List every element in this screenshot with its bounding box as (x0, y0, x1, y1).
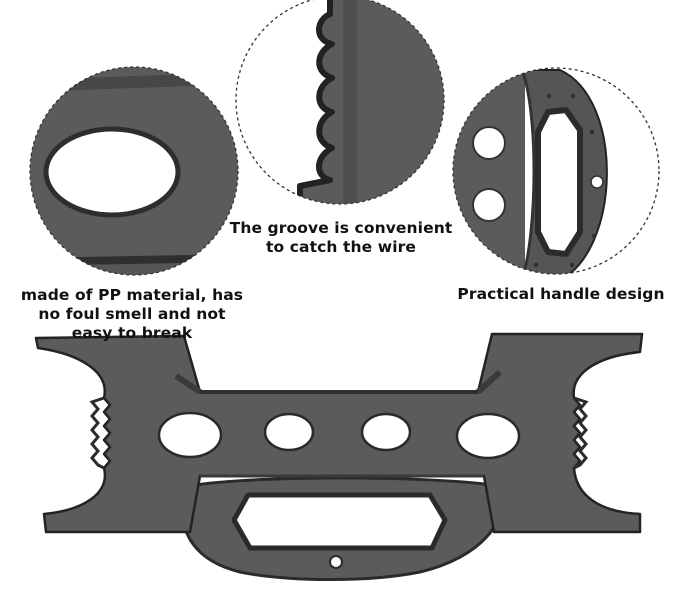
caption-material-line-3: easy to break (71, 324, 193, 342)
caption-handle-line-1: Practical handle design (457, 285, 665, 303)
caption-groove: The groove is convenient to catch the wi… (215, 219, 467, 257)
detail-circle-groove (235, 0, 445, 205)
caption-material-line-2: no foul smell and not (38, 305, 226, 323)
hole-3 (360, 412, 412, 452)
wire-winder (34, 332, 644, 581)
caption-groove-line-2: to catch the wire (266, 238, 416, 256)
hole-4 (455, 412, 521, 460)
caption-material: made of PP material, has no foul smell a… (6, 286, 258, 343)
caption-handle: Practical handle design (447, 285, 675, 304)
handle-cutout (535, 107, 583, 257)
caption-groove-line-1: The groove is convenient (229, 219, 453, 237)
oval-hole (43, 126, 181, 218)
groove-edge (297, 0, 444, 204)
caption-material-line-1: made of PP material, has (20, 286, 244, 304)
hole-2 (263, 412, 315, 452)
hole-1 (157, 411, 223, 459)
handle-slot (231, 492, 448, 551)
detail-circle-handle (452, 67, 660, 275)
